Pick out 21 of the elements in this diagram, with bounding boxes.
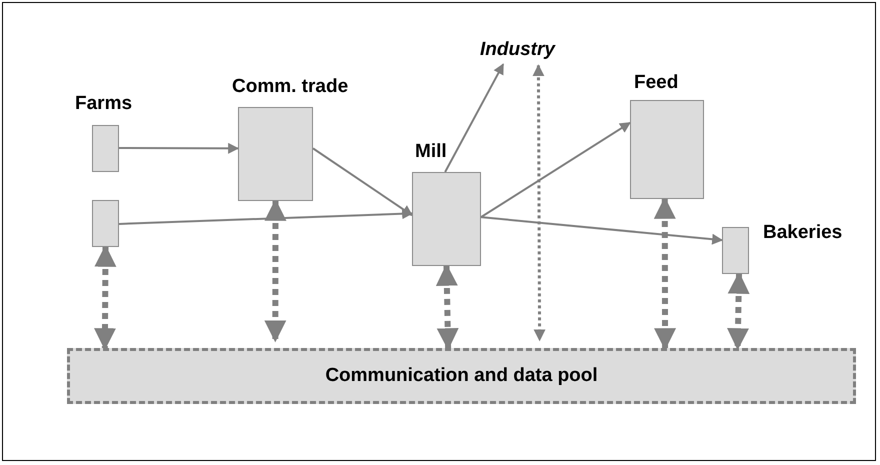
- box-heading: Bakeries: [763, 222, 842, 244]
- arrow: [436, 264, 459, 350]
- arrow: [480, 122, 631, 218]
- node-text: Industry: [480, 39, 560, 63]
- arrow: [654, 196, 676, 350]
- box-heading: Farms: [75, 93, 132, 115]
- arrow: [264, 198, 286, 342]
- process-box: [92, 200, 119, 247]
- arrow: [444, 63, 504, 172]
- arrow: [118, 208, 414, 225]
- box-heading: Comm. trade: [232, 76, 348, 98]
- box-heading: Mill: [415, 141, 447, 163]
- arrow: [727, 272, 750, 350]
- arrow: [94, 244, 116, 350]
- arrow: [480, 216, 724, 245]
- data-pool-band: [67, 348, 856, 404]
- band-label: Communication and data pool: [325, 365, 598, 387]
- arrow: [532, 64, 546, 342]
- arrow: [312, 148, 413, 216]
- arrow: [119, 142, 240, 154]
- box-heading: Feed: [634, 72, 678, 94]
